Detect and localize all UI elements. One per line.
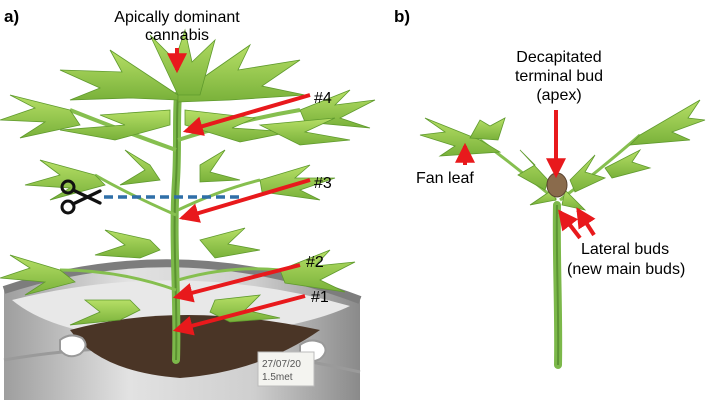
pot-tag-note: 1.5met [262,372,293,383]
pot-tag-date: 27/07/20 [262,359,301,370]
decapitated-plant [419,99,706,369]
fan-leaf-label: Fan leaf [416,170,474,187]
pot-tag: 27/07/20 1.5met [257,351,315,387]
node-1-arrow [172,294,306,336]
apex-label-line1: Decapitated [516,49,601,66]
apex-label-line3: (apex) [536,87,581,104]
node-4-label: #4 [314,90,332,107]
scissors-icon [60,179,102,215]
lateral-buds-label-line1: Lateral buds [581,241,669,258]
panel-b-label: b) [394,7,410,26]
panel-a-title-line2: cannabis [145,27,209,44]
node-2-arrow [172,263,301,303]
node-2-label: #2 [306,254,324,271]
node-3-label: #3 [314,175,332,192]
lateral-bud-arrow-2 [576,207,596,237]
panel-a-label: a) [4,7,19,26]
apex-label-line2: terminal bud [515,68,603,85]
lateral-bud-arrow-1 [558,209,582,240]
panel-a-title-line1: Apically dominant [114,9,240,26]
node-3-arrow [178,178,311,223]
lateral-buds-label-line2: (new main buds) [567,261,685,278]
node-4-arrow [182,93,311,136]
node-1-label: #1 [311,289,329,306]
apically-dominant-plant [0,28,376,364]
panel-b: b) Decapitated terminal bud (apex) Fan l… [394,7,706,369]
panel-a: 27/07/20 1.5met [0,7,376,400]
